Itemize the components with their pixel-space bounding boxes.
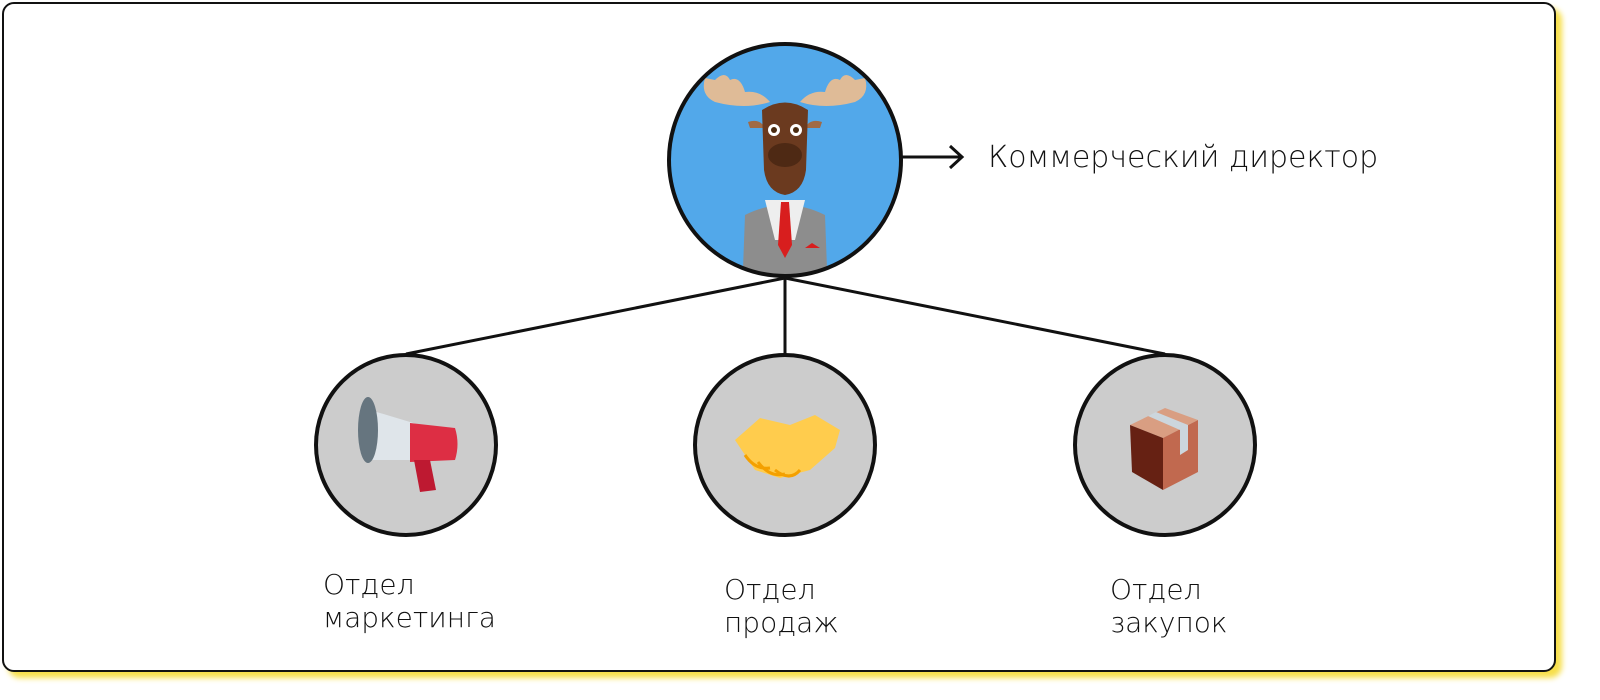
- label-line: закупок: [1110, 606, 1228, 639]
- label-line: продаж: [724, 606, 839, 639]
- label-line: Отдел: [724, 573, 816, 606]
- label-marketing: Отдел маркетинга: [323, 568, 496, 634]
- label-line: Отдел: [323, 568, 415, 601]
- node-sales: [693, 353, 877, 537]
- label-sales: Отдел продаж: [724, 573, 839, 639]
- director-avatar: [667, 42, 903, 278]
- handshake-icon: [735, 415, 840, 478]
- director-title: Коммерческий директор: [988, 140, 1379, 175]
- arrow-icon: [902, 144, 965, 170]
- package-icon: [1130, 408, 1198, 490]
- megaphone-icon: [358, 397, 458, 492]
- label-purchasing: Отдел закупок: [1110, 573, 1228, 639]
- label-line: Отдел: [1110, 573, 1202, 606]
- connector-lines: [405, 276, 1166, 356]
- node-purchasing: [1073, 353, 1257, 537]
- label-line: маркетинга: [323, 601, 496, 634]
- node-marketing: [314, 353, 498, 537]
